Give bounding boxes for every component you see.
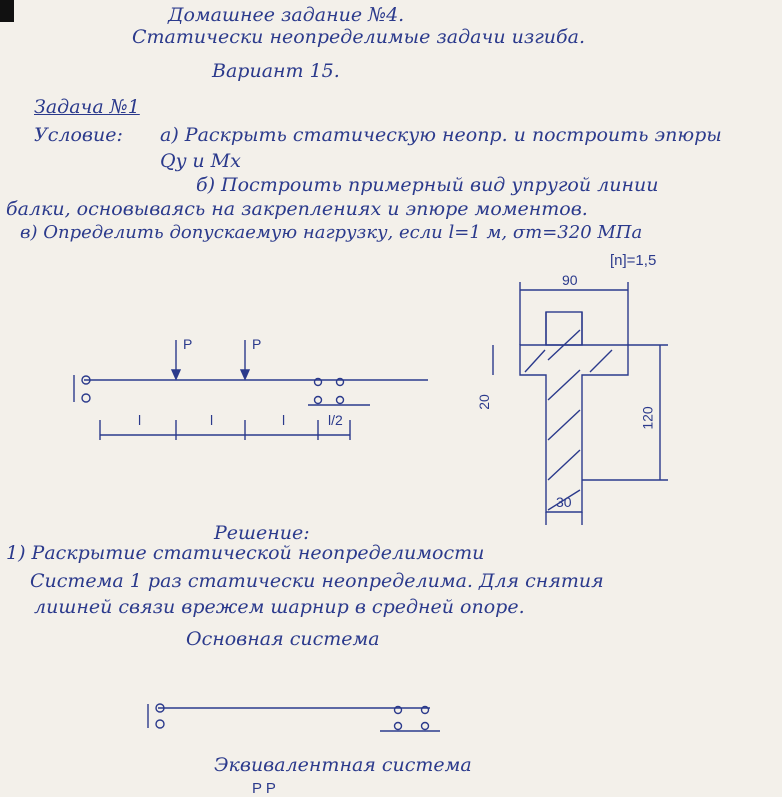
condition-c: в) Определить допускаемую нагрузку, если… bbox=[20, 222, 643, 243]
page-corner-shadow bbox=[0, 0, 14, 22]
bottom-loads: P P bbox=[252, 780, 276, 797]
height-label: 120 bbox=[639, 406, 656, 430]
solution-heading: Решение: bbox=[214, 522, 310, 544]
span4-label: l/2 bbox=[328, 412, 343, 428]
doc-subtitle: Статически неопределимые задачи изгиба. bbox=[132, 26, 585, 48]
solution-line2: лишней связи врежем шарнир в средней опо… bbox=[34, 596, 525, 618]
condition-a2: Qy и Mx bbox=[160, 150, 241, 172]
basic-system-figure bbox=[147, 703, 440, 732]
condition-a: а) Раскрыть статическую неопр. и построи… bbox=[160, 124, 722, 146]
equivalent-system-label: Эквивалентная система bbox=[214, 754, 472, 776]
basic-system-label: Основная система bbox=[186, 628, 380, 650]
doc-title: Домашнее задание №4. bbox=[168, 4, 405, 26]
flange-label: 20 bbox=[475, 394, 492, 410]
solution-line1: Система 1 раз статически неопределима. Д… bbox=[30, 570, 604, 592]
web-label: 30 bbox=[556, 494, 572, 510]
variant: Вариант 15. bbox=[212, 60, 340, 82]
load-p2-label: P bbox=[252, 336, 262, 352]
condition-b: б) Построить примерный вид упругой линии bbox=[196, 174, 659, 196]
section-width-label: 90 bbox=[562, 272, 578, 288]
task-heading: Задача №1 bbox=[34, 96, 140, 118]
condition-b2: балки, основываясь на закреплениях и эпю… bbox=[6, 198, 588, 220]
span1-label: l bbox=[138, 412, 142, 428]
beam-figure bbox=[73, 340, 428, 440]
condition-c2: [n]=1,5 bbox=[610, 252, 657, 269]
span3-label: l bbox=[282, 412, 286, 428]
solution-step1: 1) Раскрытие статической неопределимости bbox=[6, 542, 485, 564]
condition-label: Условие: bbox=[34, 124, 123, 146]
section-figure bbox=[492, 282, 668, 525]
span2-label: l bbox=[210, 412, 214, 428]
load-p1-label: P bbox=[183, 336, 193, 352]
